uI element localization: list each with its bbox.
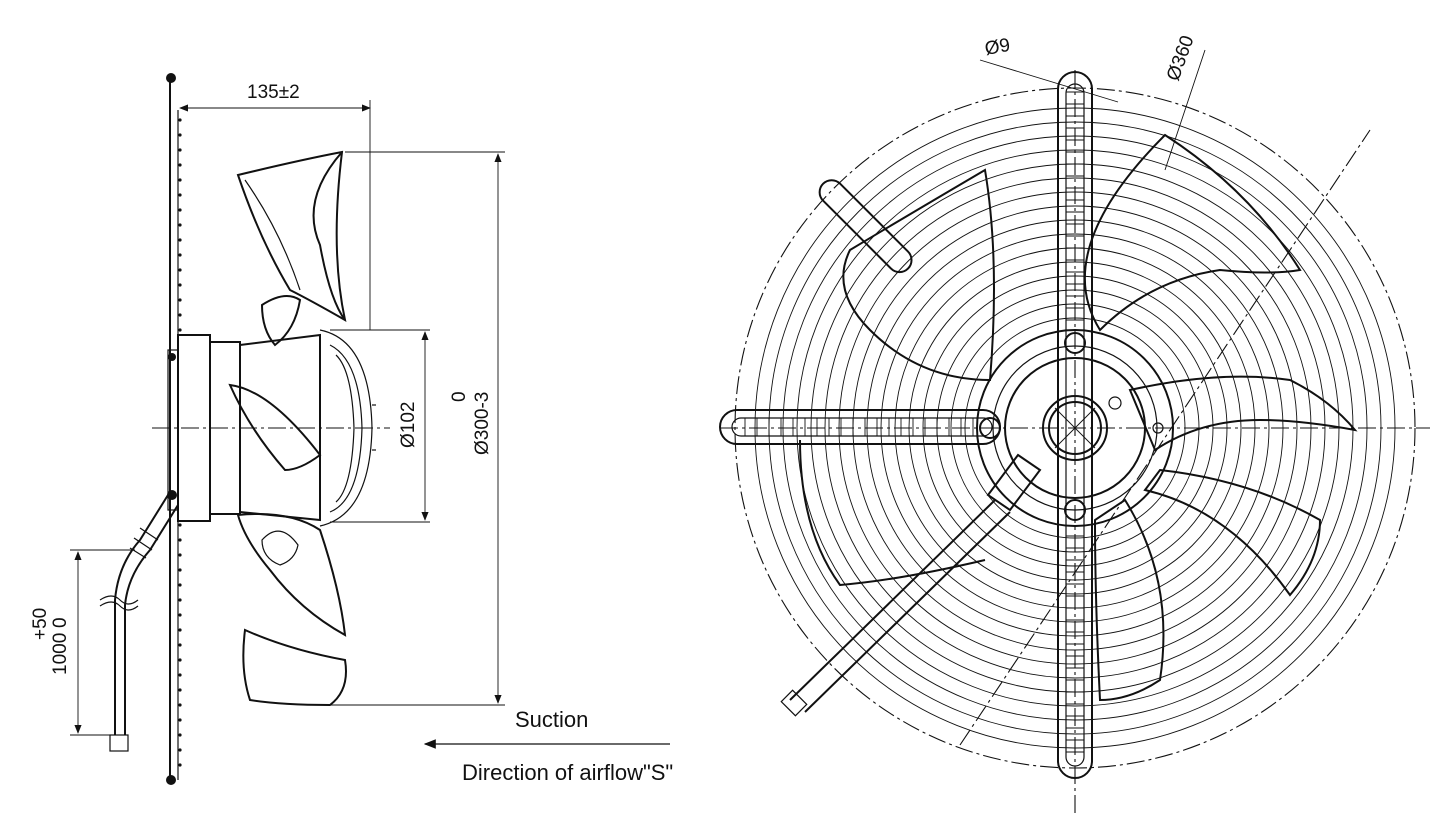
side-view bbox=[70, 73, 670, 785]
strut-vertical bbox=[1057, 71, 1093, 779]
dimension-lines bbox=[70, 100, 505, 736]
cable-front bbox=[780, 453, 1042, 717]
dim-hole-label: Ø9 bbox=[983, 35, 1012, 60]
dim-cable-tol-upper-label: +50 bbox=[30, 608, 51, 640]
suction-label: Suction bbox=[515, 707, 588, 732]
dim-guard-label: Ø360 bbox=[1163, 33, 1199, 84]
airflow-direction-label: Direction of airflow"S" bbox=[462, 760, 673, 785]
cable bbox=[99, 494, 179, 752]
strut-diagonal bbox=[818, 179, 913, 274]
dim-cable-label: 1000 bbox=[50, 633, 71, 675]
blades-front bbox=[799, 133, 1358, 702]
strut-horizontal bbox=[719, 409, 1001, 445]
front-view bbox=[719, 49, 1430, 815]
guard-frame bbox=[166, 73, 182, 785]
hub bbox=[976, 329, 1174, 527]
dim-outer-label: Ø300-3 bbox=[472, 392, 493, 455]
dim-outer-tol-label: 0 bbox=[449, 391, 470, 402]
dim-cable-tol-lower-label: 0 bbox=[50, 617, 71, 628]
motor bbox=[152, 329, 390, 527]
dim-depth-label: 135±2 bbox=[247, 82, 300, 103]
dim-hub-label: Ø102 bbox=[398, 402, 419, 448]
